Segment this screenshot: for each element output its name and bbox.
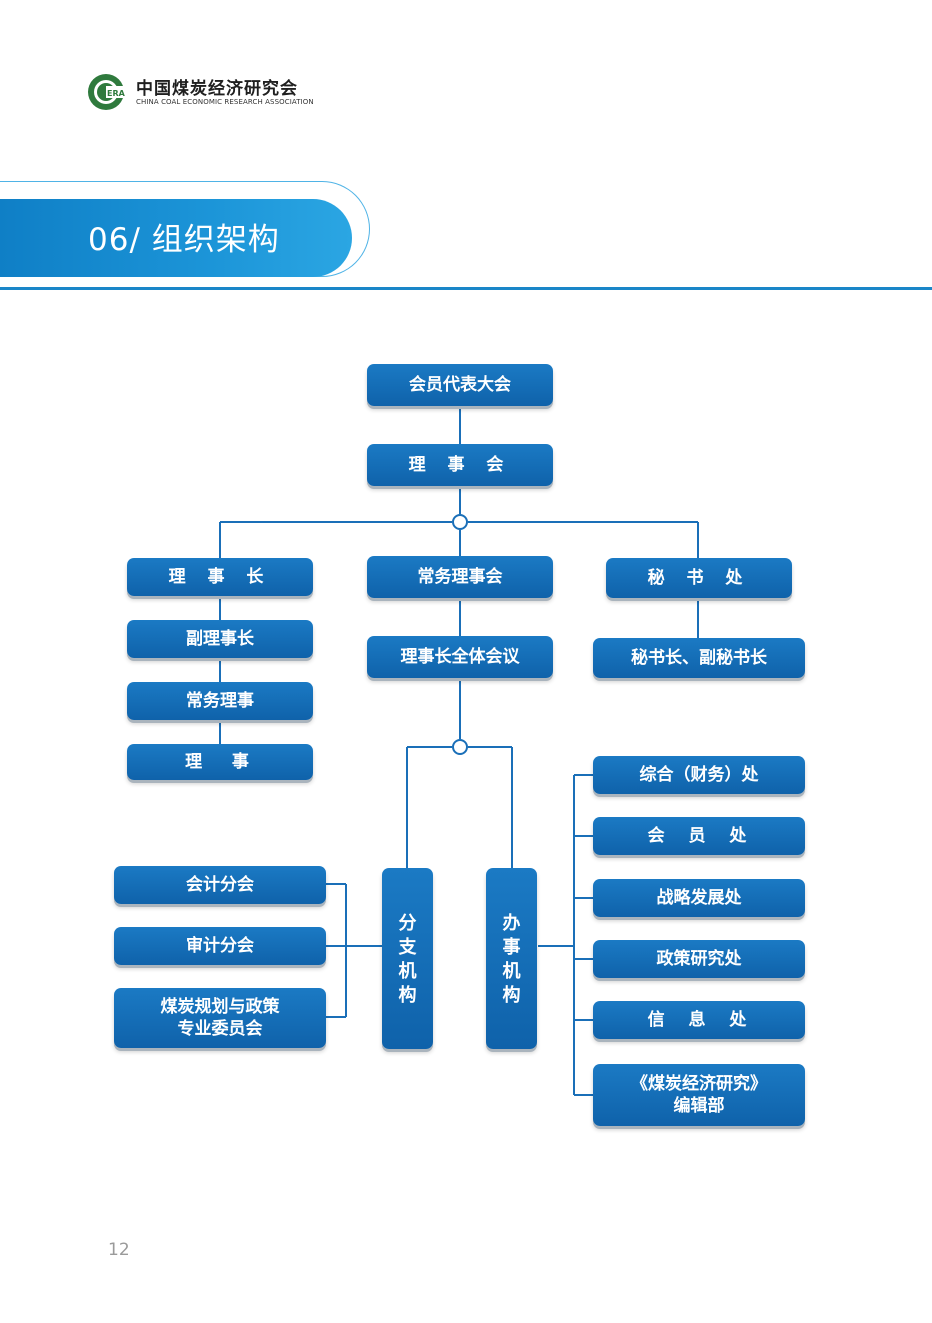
page-number: 12: [108, 1240, 130, 1260]
cera-logo-icon: ERA: [88, 74, 126, 110]
logo-english-name: CHINA COAL ECONOMIC RESEARCH ASSOCIATION: [136, 98, 314, 106]
standing-council-box: 常务理事会: [367, 556, 553, 598]
junction-node: [452, 739, 468, 755]
office-item: 战略发展处: [593, 879, 805, 917]
general-assembly-box: 会员代表大会: [367, 364, 553, 406]
office-item: 综合（财务）处: [593, 756, 805, 794]
chairman-box: 理 事 长: [127, 558, 313, 596]
section-banner: [0, 199, 352, 277]
secretary-general-box: 秘书长、副秘书长: [593, 638, 805, 678]
director-box: 理 事: [127, 744, 313, 780]
office-item: 会 员 处: [593, 817, 805, 855]
branch-item: 会计分会: [114, 866, 326, 904]
office-item: 《煤炭经济研究》 编辑部: [593, 1064, 805, 1126]
vice-chairman-box: 副理事长: [127, 620, 313, 658]
council-box: 理 事 会: [367, 444, 553, 486]
office-item: 信 息 处: [593, 1001, 805, 1039]
standing-director-box: 常务理事: [127, 682, 313, 720]
branch-item: 煤炭规划与政策 专业委员会: [114, 988, 326, 1048]
logo-mark-text: ERA: [107, 89, 126, 98]
secretariat-box: 秘 书 处: [606, 558, 792, 598]
chairman-meeting-box: 理事长全体会议: [367, 636, 553, 678]
header-divider: [0, 287, 932, 290]
offices-box: 办 事 机 构: [486, 868, 537, 1049]
office-item: 政策研究处: [593, 940, 805, 978]
junction-node: [452, 514, 468, 530]
branch-item: 审计分会: [114, 927, 326, 965]
logo-chinese-name: 中国煤炭经济研究会: [136, 79, 298, 99]
section-title: 06/ 组织架构: [88, 222, 280, 258]
logo: ERA 中国煤炭经济研究会 CHINA COAL ECONOMIC RESEAR…: [86, 72, 326, 112]
branches-box: 分 支 机 构: [382, 868, 433, 1049]
